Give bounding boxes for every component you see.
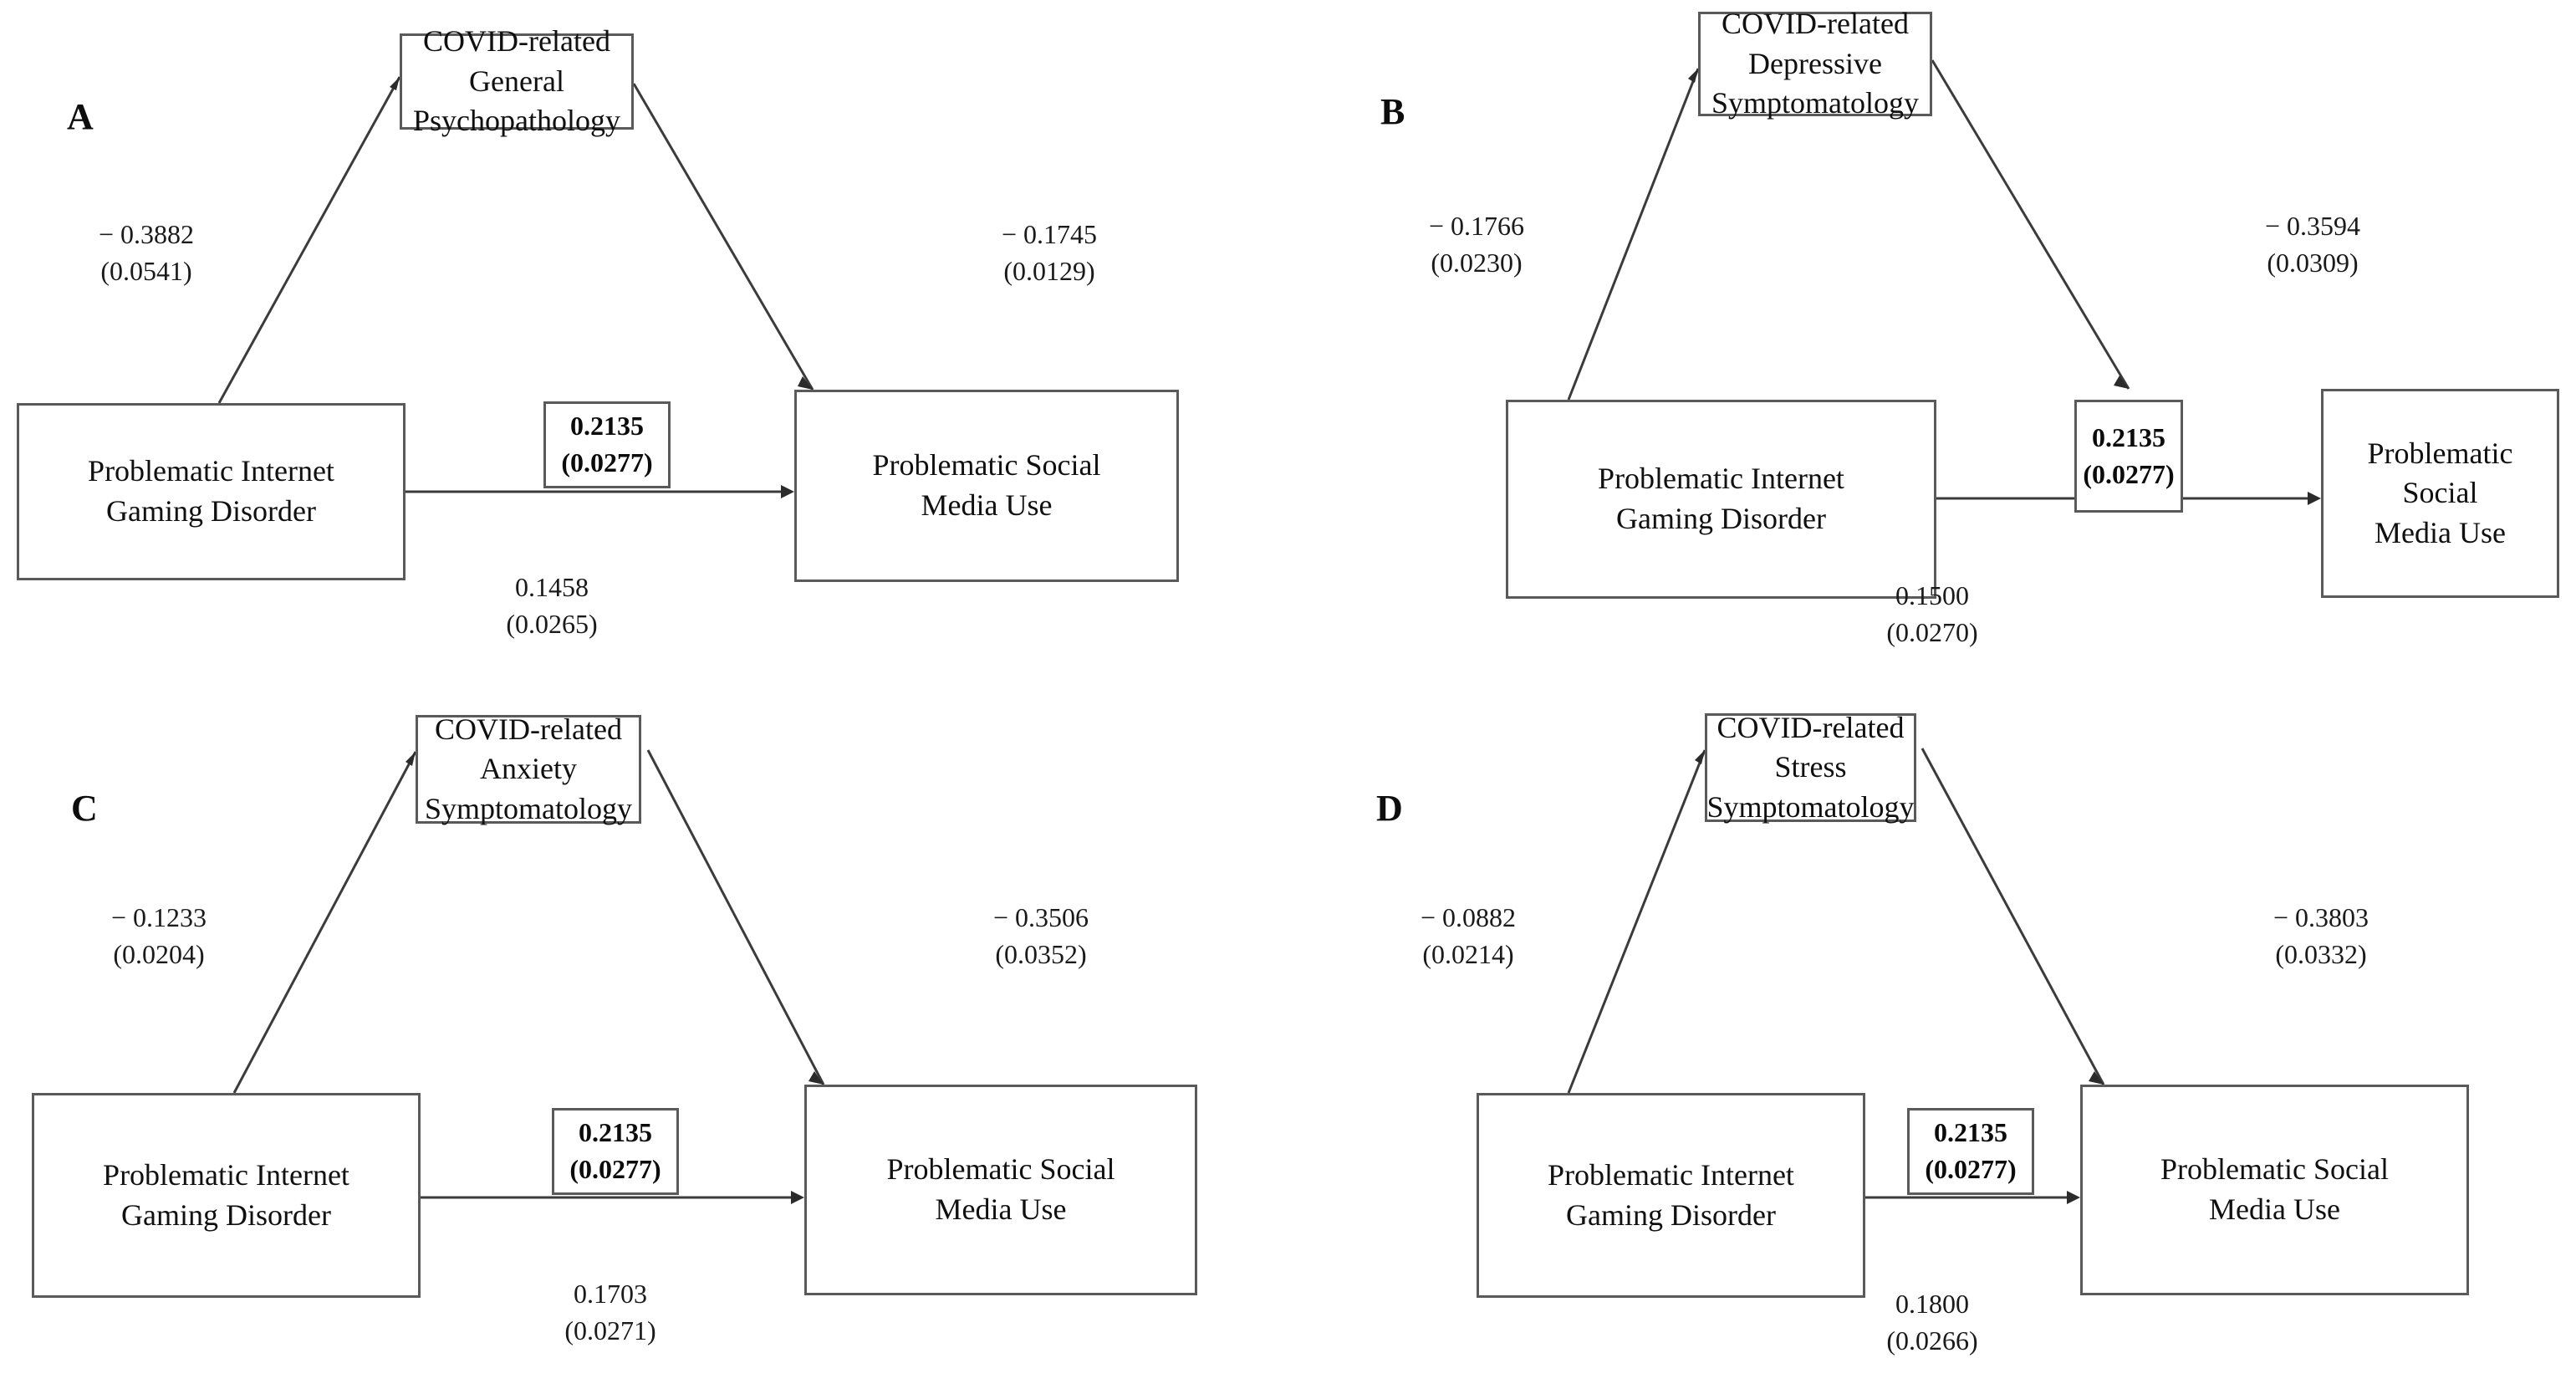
edge-path-b-arrowhead	[809, 1071, 824, 1085]
panel-a-mediator-label: COVID-related General Psychopathology	[413, 24, 620, 138]
panel-c-direct-effect-label: 0.2135 (0.0277)	[569, 1117, 661, 1184]
panel-d-outcome-box: Problematic Social Media Use	[2080, 1085, 2469, 1295]
edge-path-c-arrowhead	[791, 1191, 804, 1204]
panel-b-direct-effect-box: 0.2135 (0.0277)	[2074, 400, 2183, 513]
edge-path-c-arrowhead	[2067, 1191, 2080, 1204]
panel-d-direct-effect-box: 0.2135 (0.0277)	[1907, 1108, 2034, 1195]
edge-path-c-arrowhead	[781, 485, 794, 498]
edge-path-b	[632, 83, 814, 391]
panel-c-outcome-label: Problematic Social Media Use	[886, 1152, 1115, 1226]
panel-d-predictor-box: Problematic Internet Gaming Disorder	[1477, 1093, 1865, 1298]
edge-path-a	[232, 751, 417, 1094]
edge-path-a	[217, 76, 401, 404]
panel-c-direct-effect-box: 0.2135 (0.0277)	[552, 1108, 679, 1195]
panel-d-predictor-label: Problematic Internet Gaming Disorder	[1548, 1157, 1794, 1232]
panel-d-outcome-label: Problematic Social Media Use	[2160, 1152, 2389, 1226]
panel-b-outcome-box: Problematic Social Media Use	[2321, 389, 2559, 598]
panel-a-edges	[217, 76, 814, 498]
panel-c-mediator-box: COVID-related Anxiety Symptomatology	[416, 712, 641, 825]
panel-b: B COVID-related Depressive Symptomatolog…	[1288, 0, 2576, 699]
panel-a-predictor-label: Problematic Internet Gaming Disorder	[88, 454, 334, 528]
panel-a-indirect-label: 0.1458 (0.0265)	[506, 572, 598, 640]
panel-c-path-b-label: − 0.3506 (0.0352)	[992, 902, 1089, 970]
panel-d-path-a-label: − 0.0882 (0.0214)	[1420, 902, 1517, 970]
panel-b-direct-effect-label: 0.2135 (0.0277)	[2083, 421, 2175, 489]
edge-path-c-arrowhead	[2308, 492, 2321, 505]
panel-c: C COVID-related Anxiety Symptomatology P…	[0, 700, 1288, 1399]
edge-path-b-arrowhead	[2114, 375, 2129, 389]
panel-c-path-a-label: − 0.1233 (0.0204)	[110, 902, 207, 970]
panel-c-outcome-box: Problematic Social Media Use	[804, 1085, 1197, 1295]
panel-d-mediator-label: COVID-related Stress Symptomatology	[1706, 710, 1915, 824]
panel-d-label: D	[1376, 788, 1404, 829]
panel-c-mediator-label: COVID-related Anxiety Symptomatology	[425, 712, 633, 825]
panel-b-path-b-label: − 0.3594 (0.0309)	[2264, 211, 2361, 278]
panel-a-path-a-label: − 0.3882 (0.0541)	[98, 219, 195, 287]
edge-path-b	[1931, 59, 2130, 390]
panel-b-mediator-box: COVID-related Depressive Symptomatology	[1698, 7, 1932, 120]
edge-path-a-arrowhead	[390, 77, 400, 90]
edge-path-b-arrowhead	[798, 376, 813, 390]
panel-b-predictor-label: Problematic Internet Gaming Disorder	[1598, 462, 1844, 535]
panel-c-predictor-box: Problematic Internet Gaming Disorder	[32, 1093, 421, 1298]
panel-a-predictor-box: Problematic Internet Gaming Disorder	[17, 403, 406, 580]
panel-a-label: A	[67, 96, 94, 137]
panel-b-label: B	[1380, 91, 1405, 132]
panel-a-direct-effect-label: 0.2135 (0.0277)	[561, 411, 653, 477]
edge-path-b-arrowhead	[2089, 1071, 2104, 1085]
edge-path-a-arrowhead	[1688, 69, 1698, 83]
panel-c-label: C	[71, 788, 99, 829]
panel-a-direct-effect-box: 0.2135 (0.0277)	[543, 401, 671, 488]
panel-a-outcome-box: Problematic Social Media Use	[794, 390, 1179, 582]
panel-d-indirect-label: 0.1800 (0.0266)	[1886, 1289, 1978, 1356]
edge-path-b	[1921, 748, 2105, 1085]
panel-b-path-a-label: − 0.1766 (0.0230)	[1428, 211, 1525, 278]
panel-c-indirect-label: 0.1703 (0.0271)	[564, 1279, 656, 1346]
panel-b-mediator-label: COVID-related Depressive Symptomatology	[1711, 7, 1919, 120]
panel-d: D COVID-related Stress Symptomatology Pr…	[1288, 700, 2576, 1399]
edge-path-a-arrowhead	[406, 752, 416, 766]
edge-path-b	[646, 749, 825, 1085]
panel-b-outcome-label: Problematic Social Media Use	[2367, 436, 2513, 549]
panel-c-predictor-label: Problematic Internet Gaming Disorder	[103, 1157, 349, 1232]
panel-a-outcome-label: Problematic Social Media Use	[872, 448, 1101, 522]
panel-a: A COVID-related General Psychopathology …	[0, 0, 1288, 699]
panel-a-mediator-box: COVID-related General Psychopathology	[400, 24, 634, 137]
edge-path-a	[1567, 749, 1706, 1094]
edge-path-a	[1567, 68, 1700, 401]
panel-b-indirect-label: 0.1500 (0.0270)	[1886, 580, 1978, 648]
panel-b-predictor-box: Problematic Internet Gaming Disorder	[1506, 400, 1936, 599]
panel-a-path-b-label: − 0.1745 (0.0129)	[1001, 219, 1098, 287]
panel-d-path-b-label: − 0.3803 (0.0332)	[2272, 902, 2369, 970]
panel-d-direct-effect-label: 0.2135 (0.0277)	[1925, 1117, 2017, 1184]
panel-d-mediator-box: COVID-related Stress Symptomatology	[1705, 711, 1916, 824]
